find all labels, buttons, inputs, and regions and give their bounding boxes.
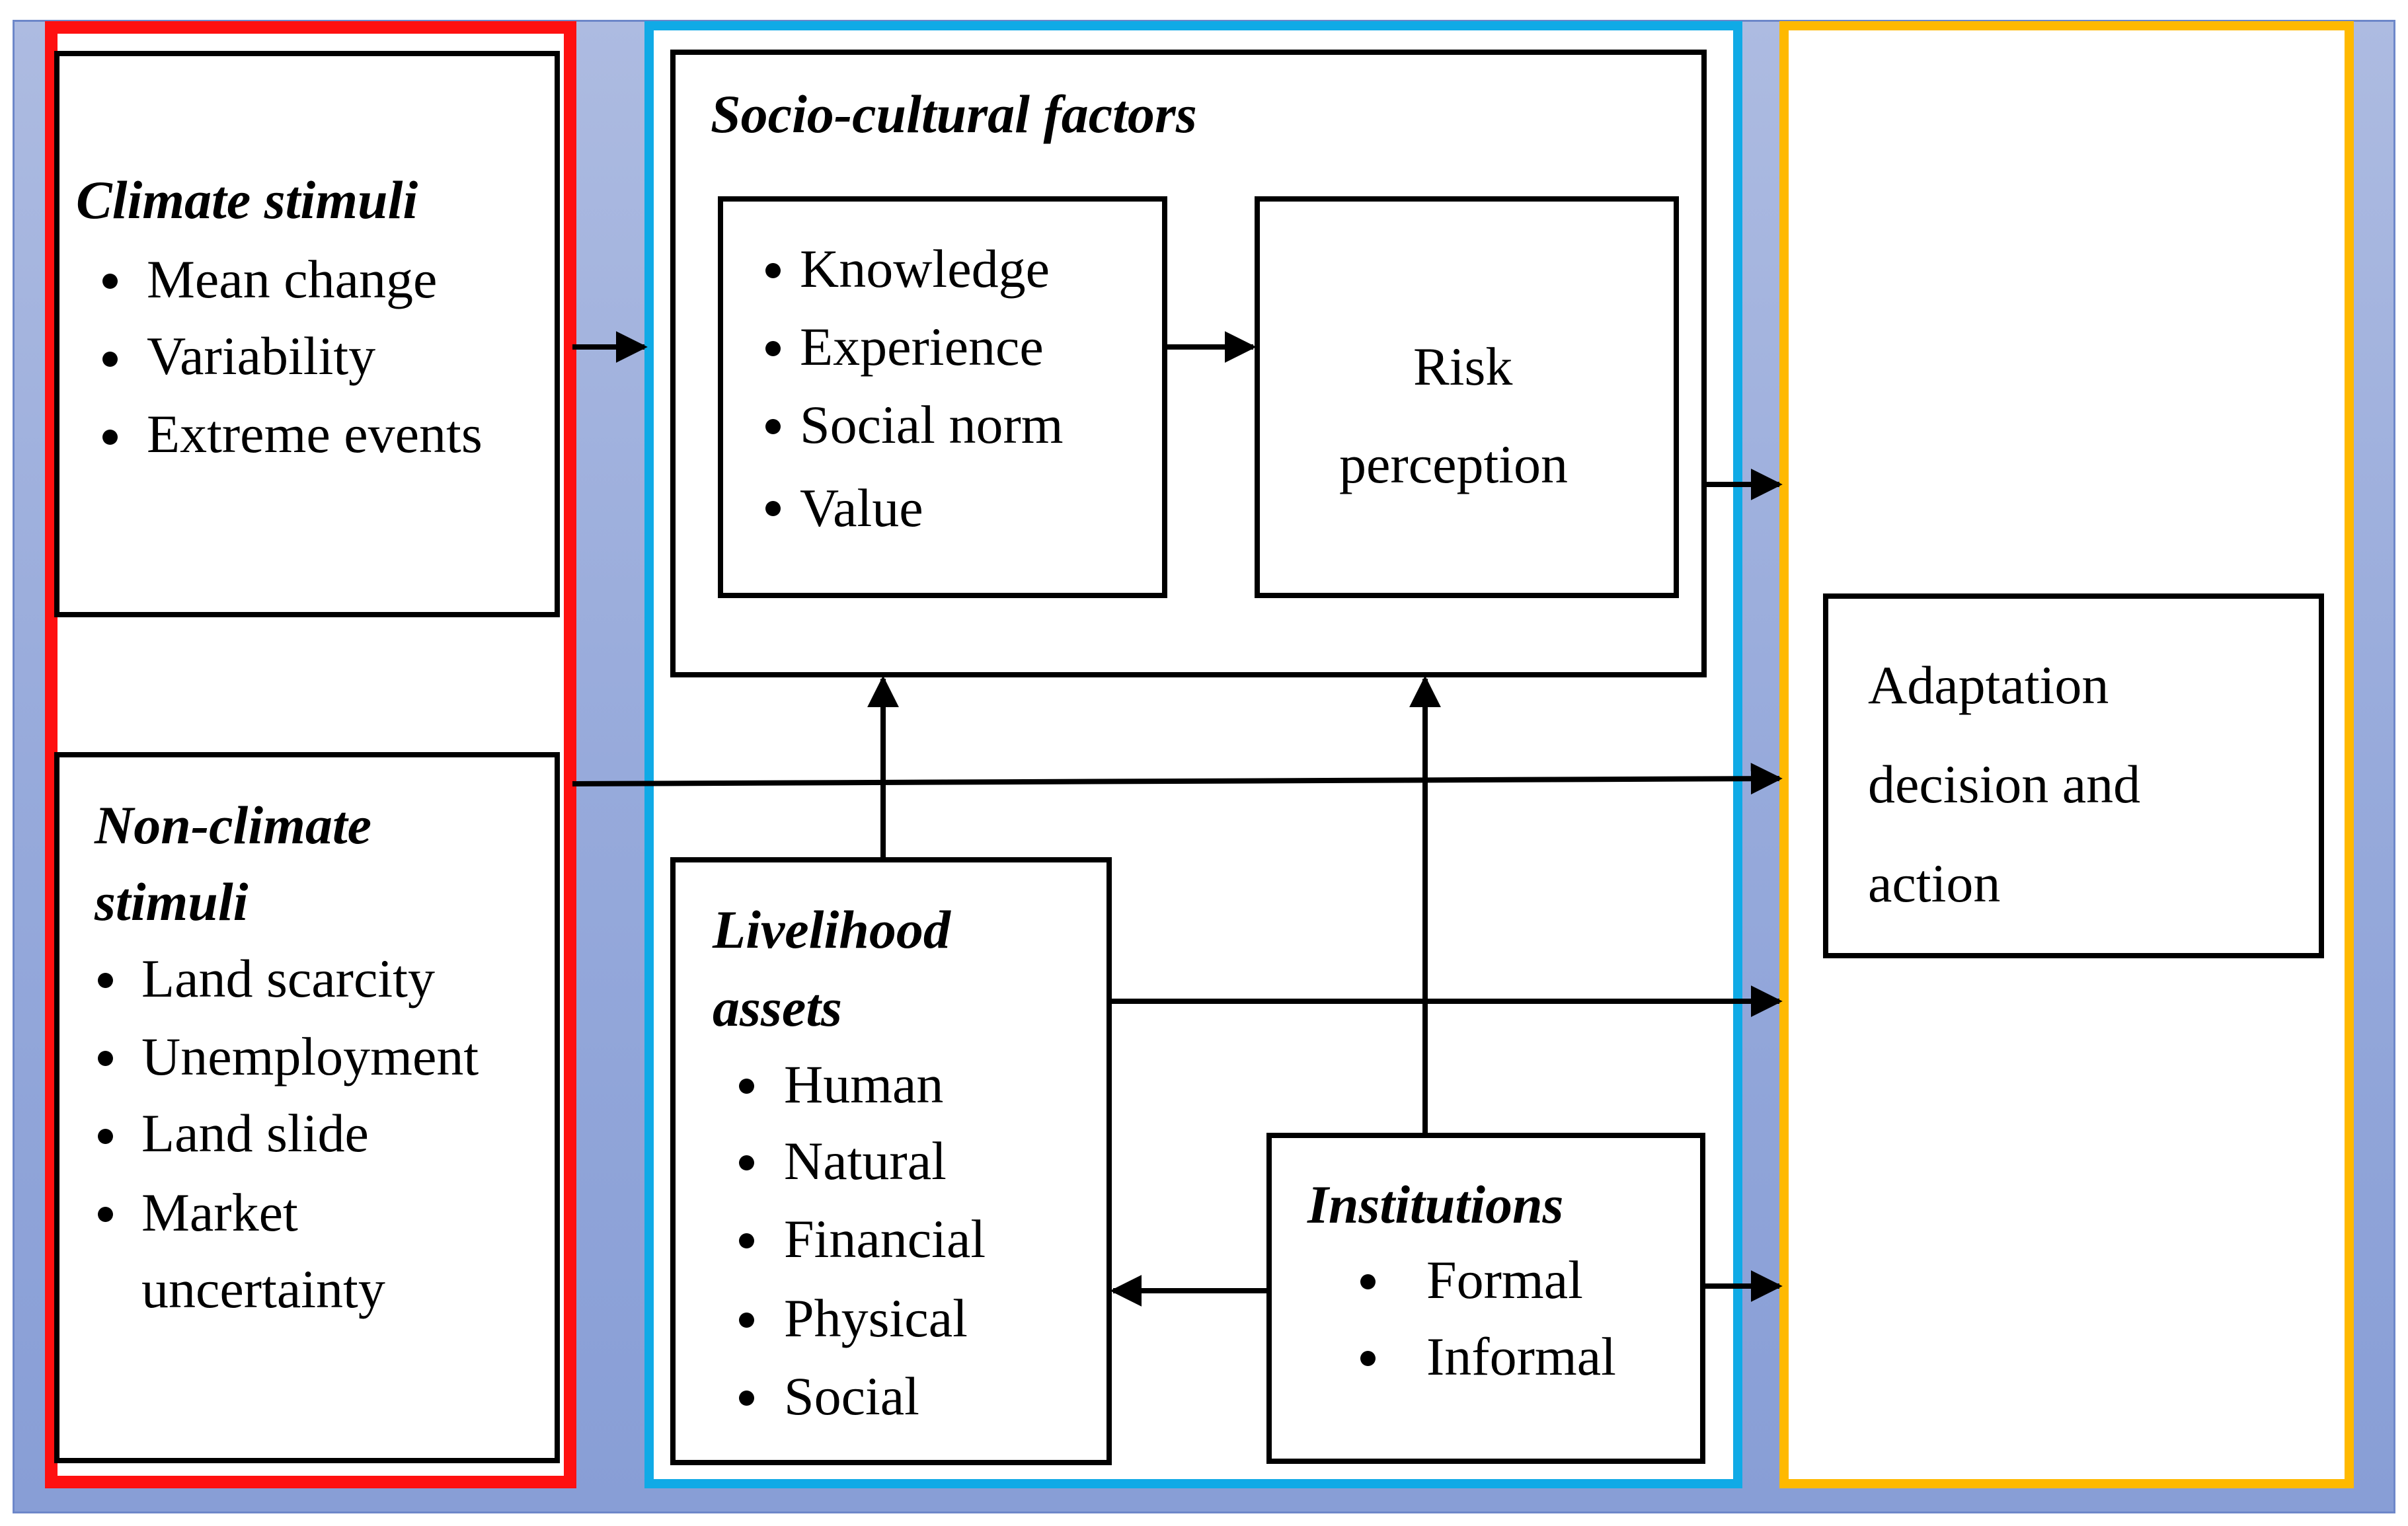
livelihood-item-physical: Physical (784, 1288, 968, 1348)
non-climate-item-market: Market (141, 1182, 298, 1242)
socio-cultural-items-box (718, 196, 1167, 598)
bullet-icon (739, 1391, 754, 1406)
bullet-icon (765, 419, 781, 434)
bullet-icon (765, 263, 781, 278)
climate-stimuli-box (54, 51, 560, 617)
socio-item-experience: Experience (800, 317, 1044, 377)
non-climate-item-market-continuation: uncertainty (141, 1259, 385, 1319)
adaptation-line2: decision and (1868, 754, 2141, 814)
non-climate-item-land-slide: Land slide (141, 1103, 369, 1163)
bullet-icon (765, 341, 781, 356)
bullet-icon (98, 1129, 113, 1144)
livelihood-item-natural: Natural (784, 1131, 947, 1191)
institutions-box (1266, 1133, 1705, 1464)
bullet-icon (98, 1051, 113, 1066)
bullet-icon (739, 1233, 754, 1248)
livelihood-item-social: Social (784, 1366, 919, 1426)
adaptation-line3: action (1868, 853, 2001, 913)
bullet-icon (98, 973, 113, 988)
adaptation-box (1823, 593, 2324, 958)
bullet-icon (98, 1207, 113, 1222)
non-climate-stimuli-box (54, 752, 560, 1463)
bullet-icon (739, 1155, 754, 1170)
socio-item-knowledge: Knowledge (800, 239, 1050, 299)
climate-item-mean-change: Mean change (147, 249, 438, 309)
bullet-icon (102, 430, 118, 445)
livelihood-assets-title-line1: Livelihood (713, 899, 951, 960)
adaptation-line1: Adaptation (1868, 655, 2109, 715)
socio-cultural-factors-title: Socio-cultural factors (711, 84, 1197, 144)
bullet-icon (1360, 1274, 1376, 1289)
bullet-icon (739, 1079, 754, 1094)
climate-stimuli-title: Climate stimuli (76, 170, 418, 230)
bullet-icon (102, 274, 118, 289)
institutions-title: Institutions (1307, 1174, 1564, 1235)
institutions-item-formal: Formal (1426, 1250, 1583, 1310)
climate-item-variability: Variability (147, 326, 376, 386)
livelihood-item-human: Human (784, 1054, 944, 1114)
non-climate-item-unemployment: Unemployment (141, 1026, 479, 1087)
socio-item-value: Value (800, 478, 923, 538)
risk-perception-line1: Risk (1413, 336, 1513, 397)
institutions-item-informal: Informal (1426, 1326, 1616, 1387)
risk-perception-line2: perception (1339, 434, 1569, 494)
socio-item-social-norm: Social norm (800, 395, 1064, 455)
bullet-icon (1360, 1351, 1376, 1366)
bullet-icon (739, 1313, 754, 1328)
climate-item-extreme-events: Extreme events (147, 404, 483, 464)
non-climate-stimuli-title-line1: Non-climate (95, 795, 372, 855)
bullet-icon (765, 501, 781, 516)
bullet-icon (102, 352, 118, 367)
non-climate-stimuli-title-line2: stimuli (95, 872, 249, 932)
arrow-non-climate-to-adaptation (572, 763, 1783, 795)
non-climate-item-land-scarcity: Land scarcity (141, 948, 435, 1009)
livelihood-assets-title-line2: assets (713, 977, 842, 1038)
livelihood-item-financial: Financial (784, 1209, 986, 1269)
risk-perception-box (1255, 196, 1679, 598)
